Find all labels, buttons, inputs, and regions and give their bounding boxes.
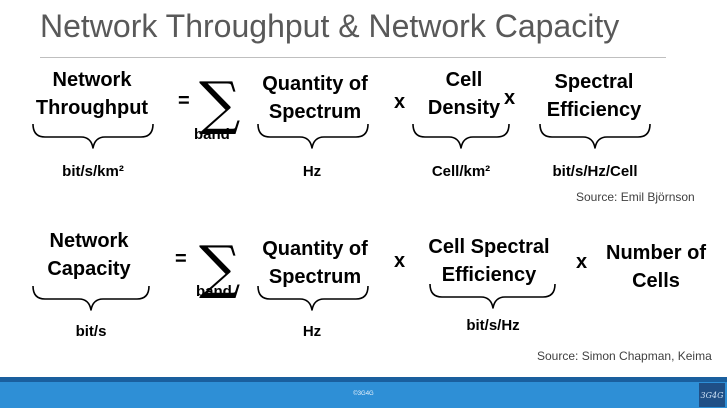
footer-band bbox=[0, 382, 727, 408]
unit-cell-density: Cell/km² bbox=[431, 163, 491, 180]
unit-cell-spectral-efficiency: bit/s/Hz bbox=[466, 317, 520, 334]
cell-density-term: Cell Density bbox=[420, 66, 508, 122]
summation-symbol: ∑ bbox=[199, 233, 241, 301]
throughput-lhs: Network Throughput bbox=[30, 66, 154, 122]
spectrum-term: Quantity of Spectrum bbox=[252, 235, 378, 291]
brace-cell-spectral bbox=[429, 283, 556, 309]
brace-lhs bbox=[32, 285, 150, 311]
capacity-lhs: Network Capacity bbox=[30, 227, 148, 283]
throughput-lhs-line2: Throughput bbox=[35, 97, 149, 119]
spectral-efficiency-term: Spectral Efficiency bbox=[538, 68, 650, 124]
slide-title: Network Throughput & Network Capacity bbox=[40, 8, 620, 44]
unit-spectral-efficiency: bit/s/Hz/Cell bbox=[552, 163, 638, 180]
equals-sign: = bbox=[178, 90, 190, 112]
brace-density bbox=[412, 123, 510, 149]
cell-spectral-efficiency-term: Cell Spectral Efficiency bbox=[421, 233, 557, 289]
spectrum-term-line1: Quantity of bbox=[262, 238, 368, 260]
number-of-cells-line1: Number of bbox=[606, 242, 706, 264]
number-of-cells-term: Number of Cells bbox=[596, 239, 716, 295]
footer-copyright: ©3G4G bbox=[353, 391, 374, 397]
spectral-efficiency-line1: Spectral bbox=[554, 71, 634, 93]
spectrum-term-line2: Spectrum bbox=[268, 101, 362, 123]
brace-spectrum bbox=[257, 285, 369, 311]
multiply-sign: x bbox=[576, 251, 588, 273]
brace-efficiency bbox=[539, 123, 651, 149]
capacity-lhs-line1: Network bbox=[49, 230, 129, 252]
cell-density-line2: Density bbox=[427, 97, 501, 119]
summation-symbol: ∑ bbox=[199, 69, 241, 137]
brace-lhs bbox=[32, 123, 154, 149]
multiply-sign: x bbox=[504, 87, 516, 109]
cell-spectral-efficiency-line1: Cell Spectral bbox=[428, 236, 550, 258]
unit-capacity: bit/s bbox=[75, 323, 107, 340]
throughput-lhs-line1: Network bbox=[52, 69, 132, 91]
source-citation: Source: Emil Björnson bbox=[576, 190, 695, 204]
equals-sign: = bbox=[175, 248, 187, 270]
capacity-lhs-line2: Capacity bbox=[47, 258, 131, 280]
footer-accent-line bbox=[0, 377, 727, 382]
unit-throughput: bit/s/km² bbox=[62, 163, 124, 180]
unit-spectrum: Hz bbox=[302, 323, 322, 340]
multiply-sign: x bbox=[394, 250, 406, 272]
title-divider bbox=[40, 57, 666, 58]
multiply-sign: x bbox=[394, 91, 406, 113]
unit-spectrum: Hz bbox=[302, 163, 322, 180]
spectrum-term-line2: Spectrum bbox=[268, 266, 362, 288]
spectral-efficiency-line2: Efficiency bbox=[546, 99, 642, 121]
spectrum-term: Quantity of Spectrum bbox=[252, 70, 378, 126]
brand-logo: 3G4G bbox=[699, 383, 725, 407]
brace-spectrum bbox=[257, 123, 369, 149]
summation-subscript: band bbox=[196, 283, 232, 300]
spectrum-term-line1: Quantity of bbox=[262, 73, 368, 95]
source-citation: Source: Simon Chapman, Keima bbox=[537, 349, 712, 363]
number-of-cells-line2: Cells bbox=[632, 270, 680, 292]
cell-density-line1: Cell bbox=[445, 69, 483, 91]
summation-subscript: band bbox=[194, 126, 230, 143]
cell-spectral-efficiency-line2: Efficiency bbox=[441, 264, 537, 286]
